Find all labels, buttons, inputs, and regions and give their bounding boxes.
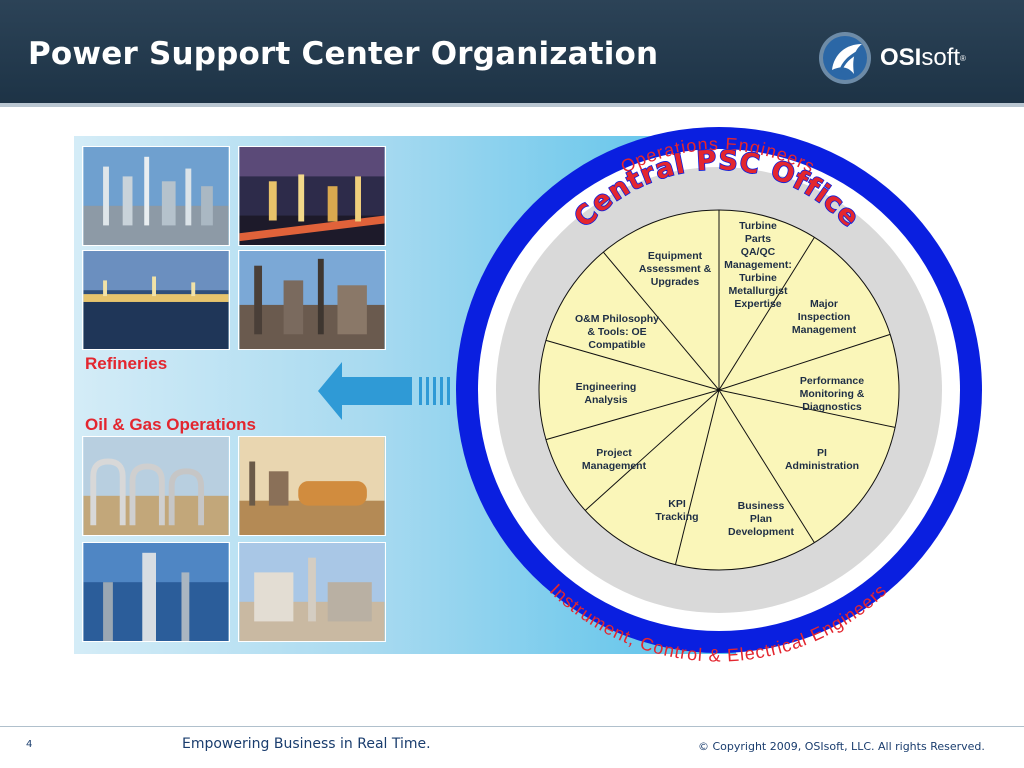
refinery-photo-3 [82, 250, 230, 350]
oil-gas-caption: Oil & Gas Operations [85, 415, 256, 434]
page-number: 4 [26, 739, 33, 750]
oil-gas-photo-4 [238, 542, 386, 642]
left-arrow-icon [318, 362, 450, 420]
pie-divider-line [718, 333, 891, 391]
footer-tagline: Empowering Business in Real Time. [182, 736, 431, 752]
footer-copyright: © Copyright 2009, OSIsoft, LLC. All righ… [698, 740, 985, 753]
logo-trademark: ® [960, 54, 966, 64]
pie-divider-line [602, 251, 720, 391]
refineries-caption: Refineries [85, 354, 168, 373]
segment-label-line: Expertise [734, 298, 781, 310]
pie-divider-line [718, 389, 815, 543]
refinery-photo-2 [238, 146, 386, 246]
segment-label-line: Upgrades [651, 276, 700, 288]
pie-dividers [545, 210, 896, 565]
segment-label-line: QA/QC [741, 246, 776, 258]
oil-gas-photo-2 [238, 436, 386, 536]
segment-label-line: Inspection [798, 311, 851, 323]
osisoft-logo: OSIsoft® [818, 30, 983, 86]
segment-label-line: & Tools: OE [587, 326, 646, 338]
segment-label-line: Project [596, 447, 632, 459]
segment-label-line: Diagnostics [802, 401, 862, 413]
pie-divider-line [718, 389, 896, 428]
segment-label-line: Parts [745, 233, 771, 245]
slide-title: Power Support Center Organization [28, 36, 659, 72]
segment-label-line: Equipment [648, 250, 703, 262]
pie-divider-line [545, 389, 720, 441]
segment-label-line: Turbine [739, 220, 777, 232]
header-divider [0, 103, 1024, 107]
pie-divider-line [718, 237, 815, 391]
logo-wordmark-light: soft [921, 44, 961, 71]
segment-label-line: Management [582, 460, 647, 472]
segment-label-line: Turbine [739, 272, 777, 284]
segment-label-line: KPI [668, 498, 686, 510]
footer-divider [0, 726, 1024, 727]
segment-label-line: Analysis [584, 394, 627, 406]
segment-label-line: Business [738, 500, 785, 512]
segment-label-line: Management [792, 324, 857, 336]
segment-label-line: Compatible [588, 339, 645, 351]
segment-label-line: Major [810, 298, 838, 310]
segment-label-line: Administration [785, 460, 859, 472]
oil-gas-photo-3 [82, 542, 230, 642]
pie-divider-line [674, 389, 720, 565]
segment-label-line: Tracking [655, 511, 698, 523]
segment-label-line: Engineering [576, 381, 637, 393]
segment-label-line: Development [728, 526, 794, 538]
refinery-photo-4 [238, 250, 386, 350]
segment-label-line: PI [817, 447, 827, 459]
segment-label-line: Management: [724, 259, 792, 271]
segment-label-line: O&M Philosophy [575, 313, 659, 325]
logo-emblem-icon [819, 32, 871, 84]
logo-wordmark-bold: OSI [880, 44, 922, 71]
segment-label-line: Monitoring & [800, 388, 865, 400]
pie-divider-line [584, 389, 720, 511]
segment-label-line: Metallurgist [729, 285, 788, 297]
segment-label-line: Assessment & [639, 263, 712, 275]
pie-divider-line [545, 339, 720, 391]
oil-gas-photo-1 [82, 436, 230, 536]
segment-label-line: Plan [750, 513, 772, 525]
refinery-photo-1 [82, 146, 230, 246]
segment-label-line: Performance [800, 375, 864, 387]
logo-wordmark: OSIsoft® [880, 44, 966, 72]
